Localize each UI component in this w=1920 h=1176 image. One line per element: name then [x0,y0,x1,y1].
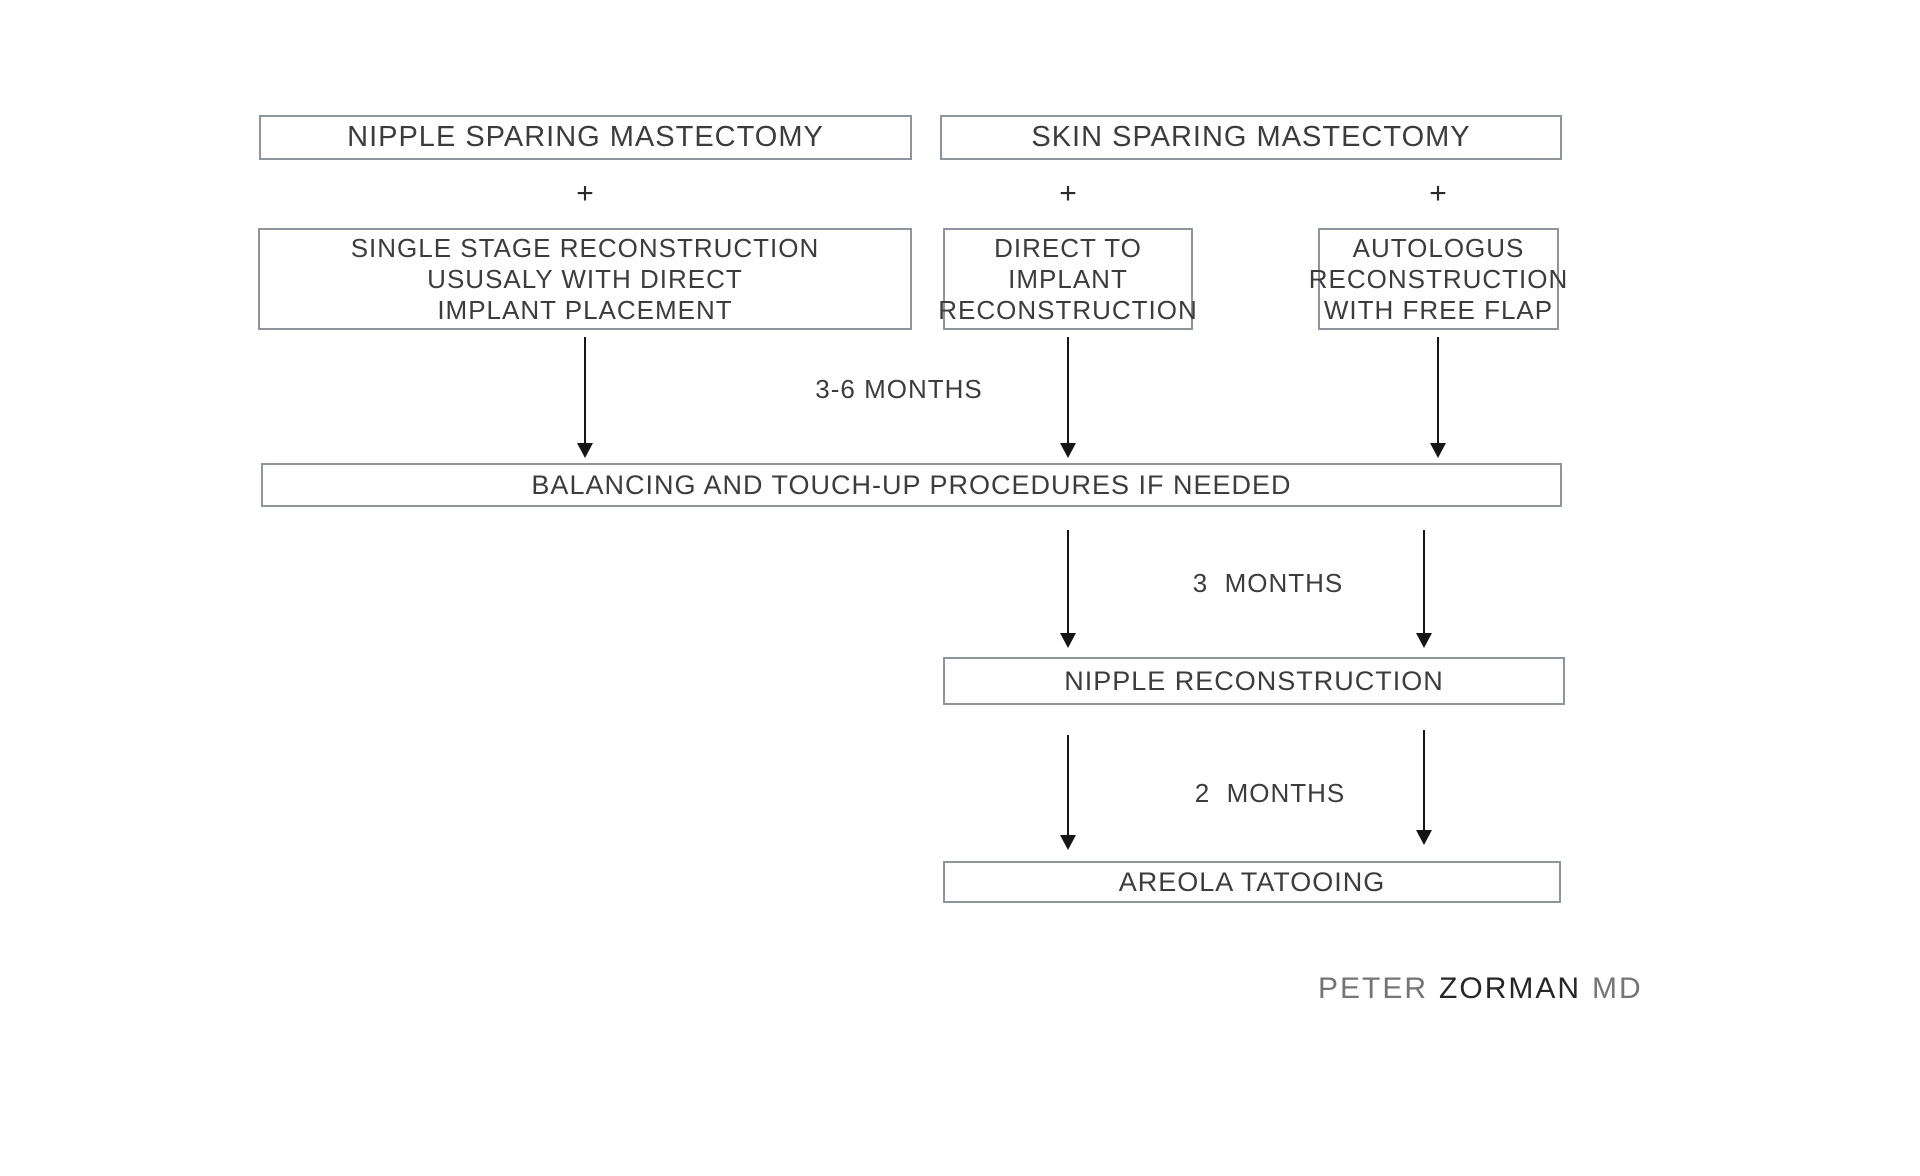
down-arrow [1430,337,1446,458]
node-line: IMPLANT PLACEMENT [437,294,733,325]
interval-label-3-6-months: 3-6 MONTHS [815,374,983,404]
author-signature: PETER ZORMAN MD [1318,972,1643,1006]
node-single-stage-reconstruction: SINGLE STAGE RECONSTRUCTION USUSALY WITH… [258,228,912,330]
node-line: RECONSTRUCTION [938,294,1198,325]
node-label: NIPPLE SPARING MASTECTOMY [347,121,824,153]
down-arrow [1060,735,1076,850]
node-balancing-touch-up: BALANCING AND TOUCH-UP PROCEDURES IF NEE… [261,463,1562,507]
node-nipple-reconstruction: NIPPLE RECONSTRUCTION [943,657,1565,705]
interval-label-3-months: 3 MONTHS [1192,568,1344,598]
down-arrow [1416,530,1432,648]
node-nipple-sparing-mastectomy: NIPPLE SPARING MASTECTOMY [259,115,912,160]
plus-connector: + [1059,177,1077,210]
node-label: BALANCING AND TOUCH-UP PROCEDURES IF NEE… [531,469,1292,500]
down-arrow [1060,530,1076,648]
down-arrow [1060,337,1076,458]
interval-label-2-months: 2 MONTHS [1194,778,1346,808]
signature-first-name: PETER [1318,972,1429,1005]
node-line: RECONSTRUCTION [1308,263,1569,294]
signature-title: MD [1592,972,1643,1005]
node-skin-sparing-mastectomy: SKIN SPARING MASTECTOMY [940,115,1562,160]
down-arrow [577,337,593,458]
node-line: AUTOLOGUS [1352,232,1525,263]
node-label: NIPPLE RECONSTRUCTION [1064,665,1444,696]
node-line: WITH FREE FLAP [1323,294,1554,325]
node-line: USUSALY WITH DIRECT [427,263,743,294]
node-line: IMPLANT [1008,263,1128,294]
plus-connector: + [1429,177,1447,210]
node-label: AREOLA TATOOING [1118,866,1386,897]
node-line: SINGLE STAGE RECONSTRUCTION [350,232,820,263]
node-direct-to-implant: DIRECT TO IMPLANT RECONSTRUCTION [938,228,1197,330]
node-line: DIRECT TO [994,232,1142,263]
down-arrow [1416,730,1432,845]
signature-last-name: ZORMAN [1439,972,1582,1005]
node-areola-tatooing: AREOLA TATOOING [943,861,1561,903]
node-autologus-reconstruction: AUTOLOGUS RECONSTRUCTION WITH FREE FLAP [1309,228,1567,330]
node-label: SKIN SPARING MASTECTOMY [1031,121,1471,153]
plus-connector: + [576,177,594,210]
